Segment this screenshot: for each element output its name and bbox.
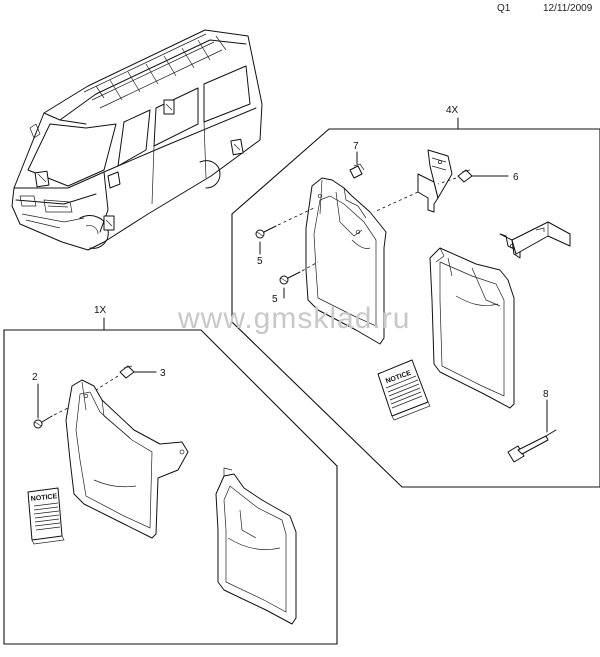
header-code: Q1 [497, 3, 511, 14]
van-illustration [11, 29, 263, 251]
group-frame-1x [3, 329, 338, 645]
notice-booklet-4x: NOTICE [377, 359, 431, 421]
callout-7: 7 [353, 141, 359, 152]
clip-3 [119, 365, 135, 379]
mudflap-front [305, 177, 387, 345]
mudflap-1x-rear [215, 467, 297, 625]
callout-5b: 5 [272, 294, 278, 305]
bracket-upper [417, 149, 453, 213]
callout-8: 8 [543, 389, 549, 400]
screw-5-lower [279, 271, 301, 285]
watermark: www.gmsklad.ru [177, 302, 410, 335]
group-qty-4x: 4X [446, 105, 459, 116]
header-date: 12/11/2009 [543, 3, 593, 14]
callout-2: 2 [32, 372, 38, 383]
clip-6 [457, 169, 473, 183]
group-frame-4x [231, 128, 600, 488]
screw-2 [33, 415, 53, 429]
callout-5a: 5 [257, 256, 263, 267]
bracket-lower [499, 221, 571, 259]
callout-3: 3 [160, 368, 166, 379]
screw-5-upper [255, 225, 277, 239]
group-qty-1x: 1X [94, 305, 107, 316]
callout-6: 6 [513, 172, 519, 183]
mudflap-1x-front [65, 379, 189, 539]
mudflap-rear [429, 247, 515, 409]
clip-7 [349, 163, 365, 179]
notice-label-1x: NOTICE [31, 493, 58, 503]
rivet-8 [507, 429, 557, 463]
notice-booklet-1x: NOTICE [27, 487, 65, 545]
